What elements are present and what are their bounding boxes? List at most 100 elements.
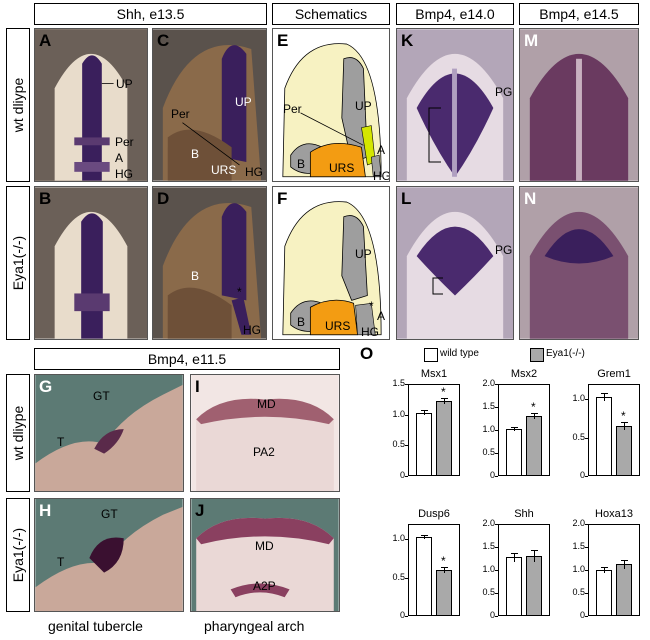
panel-letter: C — [157, 31, 170, 50]
y-tick-label: 1.5 — [482, 401, 495, 411]
panel-i-image — [191, 375, 339, 491]
panel-letter: B — [39, 189, 52, 208]
y-tick-label: 0 — [579, 610, 585, 620]
label-b: B — [297, 157, 306, 171]
error-bar — [444, 566, 445, 574]
y-tick-mark — [495, 430, 498, 431]
bracket-mark — [428, 107, 441, 163]
label-a: A — [377, 309, 386, 323]
legend-ko-label: Eya1(-/-) — [546, 348, 585, 359]
bar-eya1-ko — [526, 416, 542, 476]
error-cap — [621, 559, 628, 561]
bar-wild-type — [416, 537, 432, 616]
significance-star: * — [531, 400, 536, 415]
y-tick-label: 2.0 — [482, 378, 495, 388]
label-t: T — [57, 555, 65, 569]
y-tick-label: 1.0 — [482, 564, 495, 574]
row-label-wt-bottom: wt dliype — [6, 374, 30, 492]
y-tick-label: 1.0 — [392, 533, 405, 544]
header-bmp4-e14: Bmp4, e14.0 — [396, 3, 514, 25]
chart-title: Grem1 — [597, 368, 631, 380]
label-b: B — [191, 147, 200, 161]
chart-grem1 — [588, 384, 640, 476]
panel-f: F UP * A B URS HG — [272, 186, 390, 340]
panel-f-schematic — [282, 201, 382, 336]
significance-star: * — [441, 385, 446, 400]
legend-wt-swatch — [424, 348, 438, 362]
panel-letter: K — [401, 31, 414, 50]
label-hg: HG — [361, 325, 379, 339]
y-tick-label: 0 — [399, 470, 405, 480]
bar-eya1-ko — [436, 570, 452, 616]
y-tick-mark — [495, 547, 498, 548]
error-cap — [441, 566, 448, 568]
y-tick-mark — [405, 476, 408, 477]
panel-m: M — [519, 28, 639, 182]
panel-letter: D — [157, 189, 170, 208]
panel-letter: J — [195, 501, 205, 520]
y-tick-mark — [495, 570, 498, 571]
chart-title: Hoxa13 — [595, 508, 633, 520]
panel-letter: N — [524, 189, 537, 208]
panel-h: H GT T — [34, 498, 184, 612]
header-shh: Shh, e13.5 — [34, 3, 267, 25]
error-cap — [601, 393, 608, 395]
label-b: B — [297, 315, 306, 329]
error-bar — [514, 552, 515, 562]
y-tick-label: 0 — [489, 470, 495, 480]
error-cap — [531, 413, 538, 415]
panel-letter: G — [39, 377, 53, 396]
panel-g: G GT T — [34, 374, 184, 492]
y-tick-mark — [405, 616, 408, 617]
panel-d-image — [153, 187, 266, 339]
y-tick-label: 0.5 — [572, 431, 585, 442]
y-tick-mark — [405, 384, 408, 385]
row-label-text: wt dliype — [10, 405, 26, 461]
panel-letter: E — [277, 31, 289, 50]
panel-l: L PG — [396, 186, 514, 340]
legend-ko-swatch — [530, 348, 544, 362]
label-per: Per — [283, 102, 302, 116]
label-up: UP — [355, 247, 372, 261]
header-schematics: Schematics — [272, 3, 390, 25]
error-bar — [604, 393, 605, 401]
panel-e-schematic — [282, 43, 382, 178]
label-a: A — [377, 143, 386, 157]
panel-c-image — [153, 29, 266, 181]
error-cap — [531, 550, 538, 552]
error-bar — [424, 534, 425, 540]
panel-b-image — [35, 187, 147, 339]
chart-title: Msx1 — [420, 368, 448, 380]
y-tick-label: 1.5 — [482, 541, 495, 551]
y-tick-label: 1.0 — [482, 424, 495, 434]
y-tick-mark — [495, 384, 498, 385]
chart-title: Shh — [514, 508, 534, 520]
y-tick-label: 0 — [579, 470, 585, 480]
y-tick-mark — [495, 407, 498, 408]
error-cap — [511, 552, 518, 554]
y-tick-label: 2.0 — [482, 518, 495, 528]
label-hg: HG — [373, 169, 390, 182]
panel-i: I MD PA2 — [190, 374, 340, 492]
panel-letter: L — [401, 189, 412, 208]
y-tick-label: 0.5 — [392, 439, 405, 450]
error-bar — [624, 422, 625, 430]
label-asterisk: * — [237, 285, 242, 299]
y-tick-mark — [585, 524, 588, 525]
bar-eya1-ko — [526, 556, 542, 616]
label-gt: GT — [101, 507, 118, 521]
panel-e: E Per UP B URS A HG — [272, 28, 390, 182]
error-cap — [441, 398, 448, 400]
y-tick-mark — [585, 616, 588, 617]
label-urs: URS — [325, 319, 351, 333]
panel-j-image — [191, 499, 339, 611]
y-tick-mark — [585, 476, 588, 477]
error-bar — [534, 550, 535, 563]
label-md: MD — [255, 539, 274, 553]
label-up: UP — [355, 99, 372, 113]
error-bar — [604, 567, 605, 573]
panel-letter: F — [277, 189, 288, 208]
y-tick-label: 2.0 — [572, 518, 585, 528]
chart-title: Msx2 — [510, 368, 538, 380]
panel-a-image — [35, 29, 147, 181]
